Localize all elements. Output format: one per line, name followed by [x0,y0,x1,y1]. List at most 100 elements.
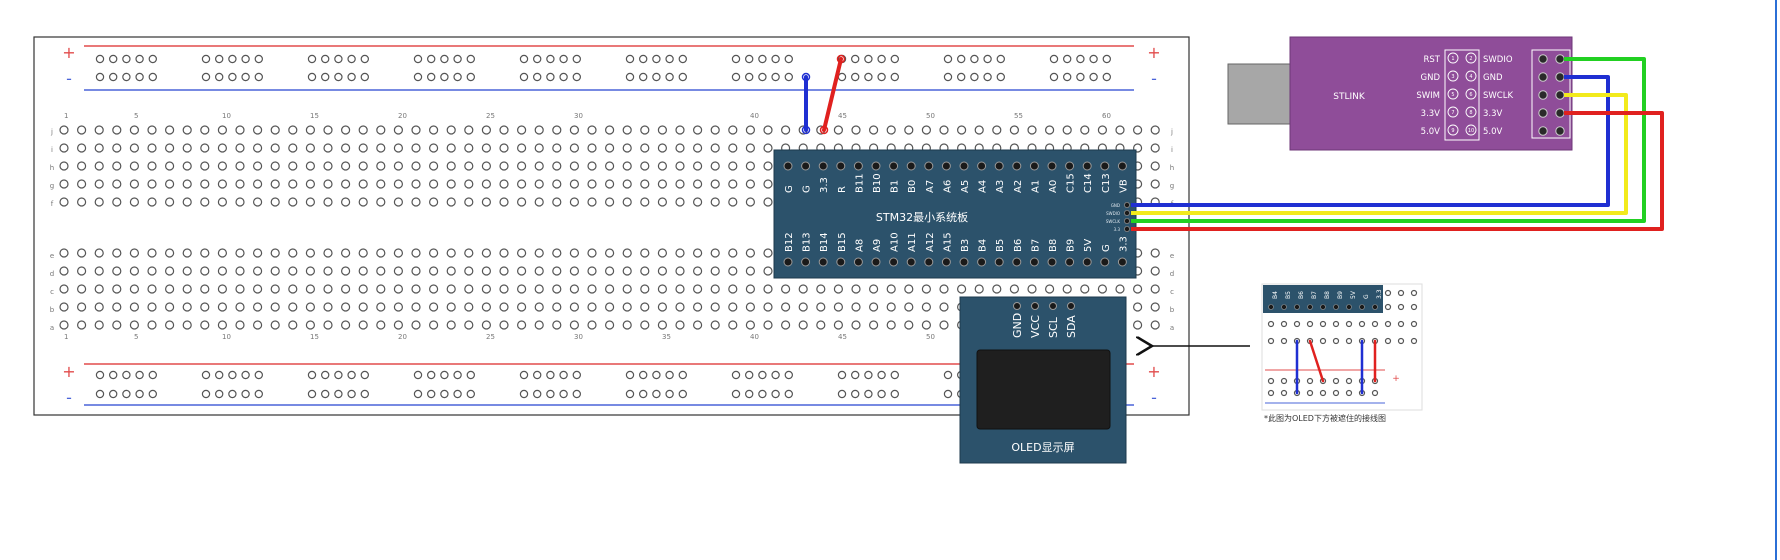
terminal-hole [587,302,597,312]
terminal-hole [341,320,351,330]
row-letter: a [50,324,54,332]
wire-gnd [1131,75,1610,207]
terminal-hole [393,179,403,189]
inset-hole [1384,289,1392,297]
terminal-hole [182,179,192,189]
rail-hole [95,389,105,399]
terminal-hole [94,302,104,312]
terminal-hole [657,179,668,189]
terminal-hole [393,197,403,207]
terminal-hole [129,284,139,294]
terminal-hole [253,197,263,207]
inset-hole [1410,337,1418,345]
terminal-hole [358,179,368,189]
terminal-hole [816,284,826,294]
terminal-hole [112,302,122,312]
terminal-hole [516,143,527,153]
header-pin [977,161,987,171]
stm32-pin-headers [783,161,1127,267]
terminal-hole [816,302,826,312]
terminal-hole [323,197,333,207]
terminal-hole [94,125,104,135]
terminal-hole [851,284,861,294]
terminal-hole [921,284,932,294]
terminal-hole [253,302,263,312]
terminal-hole [481,320,491,330]
rail-hole [533,370,542,380]
terminal-hole [94,197,104,207]
terminal-hole [587,161,597,171]
terminal-hole [393,248,403,258]
terminal-hole [411,161,421,171]
edge-scroll-line [1775,0,1777,560]
header-pin [836,257,846,267]
terminal-hole [640,143,650,153]
rail-hole [254,370,263,380]
terminal-hole [393,143,403,153]
rail-hole [957,72,966,82]
terminal-hole [59,179,69,189]
rail-hole [148,54,157,64]
header-pin [853,161,863,171]
inset-caption: *此图为OLED下方被遮住的接线图 [1264,413,1386,423]
terminal-hole [657,161,668,171]
terminal-hole [587,284,597,294]
stlink-pin-number: 9 [1451,128,1454,134]
terminal-hole [1132,320,1143,330]
terminal-hole [499,179,509,189]
terminal-hole [921,320,932,330]
terminal-hole [129,161,139,171]
terminal-hole [446,248,456,258]
rail-hole [943,54,953,64]
terminal-hole [569,197,580,207]
terminal-hole [305,266,315,276]
terminal-hole [833,284,844,294]
rail-hole [214,72,224,82]
rail-hole [214,54,224,64]
rail-hole [533,72,542,82]
stm32-pin-label: G [1101,244,1112,252]
terminal-hole [516,125,527,135]
terminal-hole [604,179,615,189]
stlink-pin-circle [1447,88,1459,100]
terminal-hole [446,143,456,153]
rail-hole [851,389,860,399]
rail-hole [1102,54,1112,64]
rail-hole [228,54,237,64]
rail-hole [135,72,144,82]
terminal-hole [182,197,192,207]
stlink-header-pin [1555,72,1565,82]
stlink-left-labels: RST GND SWIM 3.3V 5.0V [1416,55,1440,137]
terminal-hole [235,197,245,207]
col-number: 10 [222,112,231,120]
terminal-hole [974,284,984,294]
terminal-hole [217,266,227,276]
col-number: 1 [64,333,68,341]
row-letter: d [50,270,54,278]
col-number: 25 [486,112,495,120]
stlink-label: 5.0V [1421,127,1441,137]
stlink-header-pin [1538,54,1548,64]
rail-hole [784,389,794,399]
stlink-label: 3.3V [1483,109,1503,119]
rail-hole [745,54,754,64]
terminal-hole [675,125,685,135]
row-letter: f [51,200,54,208]
terminal-hole [376,179,386,189]
rail-hole [970,54,979,64]
terminal-hole [217,248,227,258]
inset-rail-hole [1306,389,1314,397]
terminal-hole [939,320,949,330]
terminal-hole [165,179,175,189]
terminal-hole [604,248,615,258]
terminal-hole [798,284,808,294]
terminal-hole [94,248,104,258]
rail-hole [334,72,343,82]
terminal-hole [851,320,861,330]
terminal-hole [1150,320,1160,330]
terminal-hole [675,284,685,294]
rail-hole [877,370,886,380]
terminal-hole [112,143,122,153]
inset-pin [1346,304,1352,310]
